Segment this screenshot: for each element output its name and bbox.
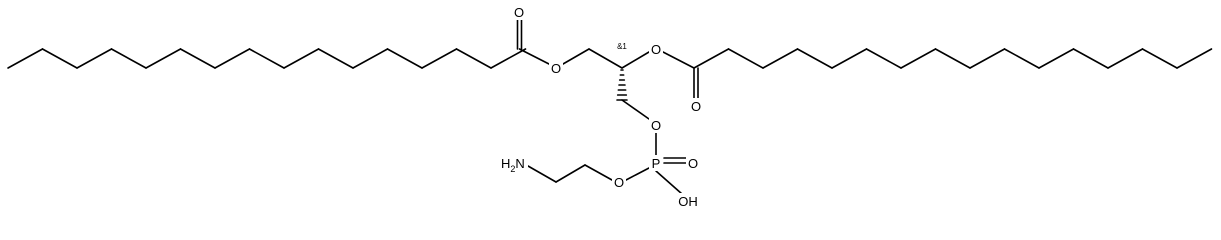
alkyl-bond bbox=[762, 48, 799, 69]
amine-n: N bbox=[515, 156, 524, 171]
atom-bg bbox=[689, 98, 703, 114]
atom-bg bbox=[686, 155, 700, 171]
atom-bg bbox=[498, 155, 528, 175]
atom-bg bbox=[649, 41, 663, 57]
ester-oxygen-left: O bbox=[551, 61, 561, 76]
alkyl-bond bbox=[490, 48, 527, 69]
atom-bg bbox=[676, 193, 700, 209]
atom-bg bbox=[649, 117, 663, 133]
alkyl-bond bbox=[7, 48, 44, 69]
glycerol-bond bbox=[621, 99, 650, 120]
alkyl-bond bbox=[248, 48, 285, 69]
bond-layer bbox=[7, 19, 1213, 195]
alkyl-bond bbox=[1141, 48, 1178, 69]
ester-bond bbox=[621, 51, 650, 69]
glycerol-phosphate-oxygen: O bbox=[651, 118, 661, 133]
alkyl-bond bbox=[934, 48, 971, 69]
alkyl-bond bbox=[1003, 48, 1040, 69]
ester-bond bbox=[518, 48, 550, 65]
alkyl-bond bbox=[386, 48, 423, 69]
carbonyl-oxygen-right: O bbox=[691, 99, 701, 114]
atom-bg bbox=[612, 174, 626, 190]
phosphate-bond bbox=[655, 170, 683, 195]
amine-group: H2N bbox=[501, 156, 525, 174]
alkyl-bond bbox=[900, 48, 937, 69]
amine-subscript: 2 bbox=[510, 164, 515, 174]
ethanolamine-bond bbox=[584, 164, 613, 181]
alkyl-bond bbox=[352, 48, 389, 69]
alkyl-bond bbox=[1176, 48, 1213, 69]
alkyl-bond bbox=[831, 48, 868, 69]
phosphorus-atom: P bbox=[652, 156, 661, 171]
alkyl-bond bbox=[41, 48, 78, 69]
ethanolamine-bond bbox=[555, 164, 586, 183]
phosphoryl-oxygen: O bbox=[688, 156, 698, 171]
molecule-structure: O O O O O P O O OH H2N &1 bbox=[7, 4, 1213, 209]
alkyl-bond bbox=[1038, 48, 1075, 69]
alkyl-bond bbox=[455, 48, 492, 69]
carbonyl-oxygen-left: O bbox=[514, 5, 524, 20]
glycerol-bond bbox=[588, 48, 623, 69]
alkyl-bond bbox=[76, 48, 113, 69]
alkyl-bond bbox=[145, 48, 182, 69]
stereo-label: &1 bbox=[617, 42, 627, 51]
alkyl-bond bbox=[214, 48, 251, 69]
ethanolamine-oxygen: O bbox=[614, 175, 624, 190]
alkyl-bond bbox=[179, 48, 216, 69]
amine-h: H bbox=[501, 156, 510, 171]
alkyl-bond bbox=[969, 48, 1006, 69]
alkyl-bond bbox=[1072, 48, 1109, 69]
ethanolamine-bond bbox=[527, 165, 557, 183]
alkyl-bond bbox=[317, 48, 354, 69]
atom-bg bbox=[512, 4, 526, 20]
alkyl-bond bbox=[796, 48, 833, 69]
alkyl-bond bbox=[283, 48, 320, 69]
ester-bond bbox=[562, 48, 590, 65]
atom-bg bbox=[549, 60, 563, 76]
ester-oxygen-right: O bbox=[651, 42, 661, 57]
phosphate-bond bbox=[625, 167, 650, 181]
hydroxyl-group: OH bbox=[678, 194, 698, 209]
alkyl-bond bbox=[727, 48, 764, 69]
atom-bg bbox=[649, 155, 663, 171]
alkyl-bond bbox=[865, 48, 902, 69]
alkyl-bond bbox=[693, 48, 730, 69]
alkyl-bond bbox=[1107, 48, 1144, 69]
alkyl-bond bbox=[110, 48, 147, 69]
alkyl-bond bbox=[421, 48, 458, 69]
ester-bond bbox=[662, 51, 695, 69]
atom-label-layer: O O O O O P O O OH H2N &1 bbox=[498, 4, 703, 209]
